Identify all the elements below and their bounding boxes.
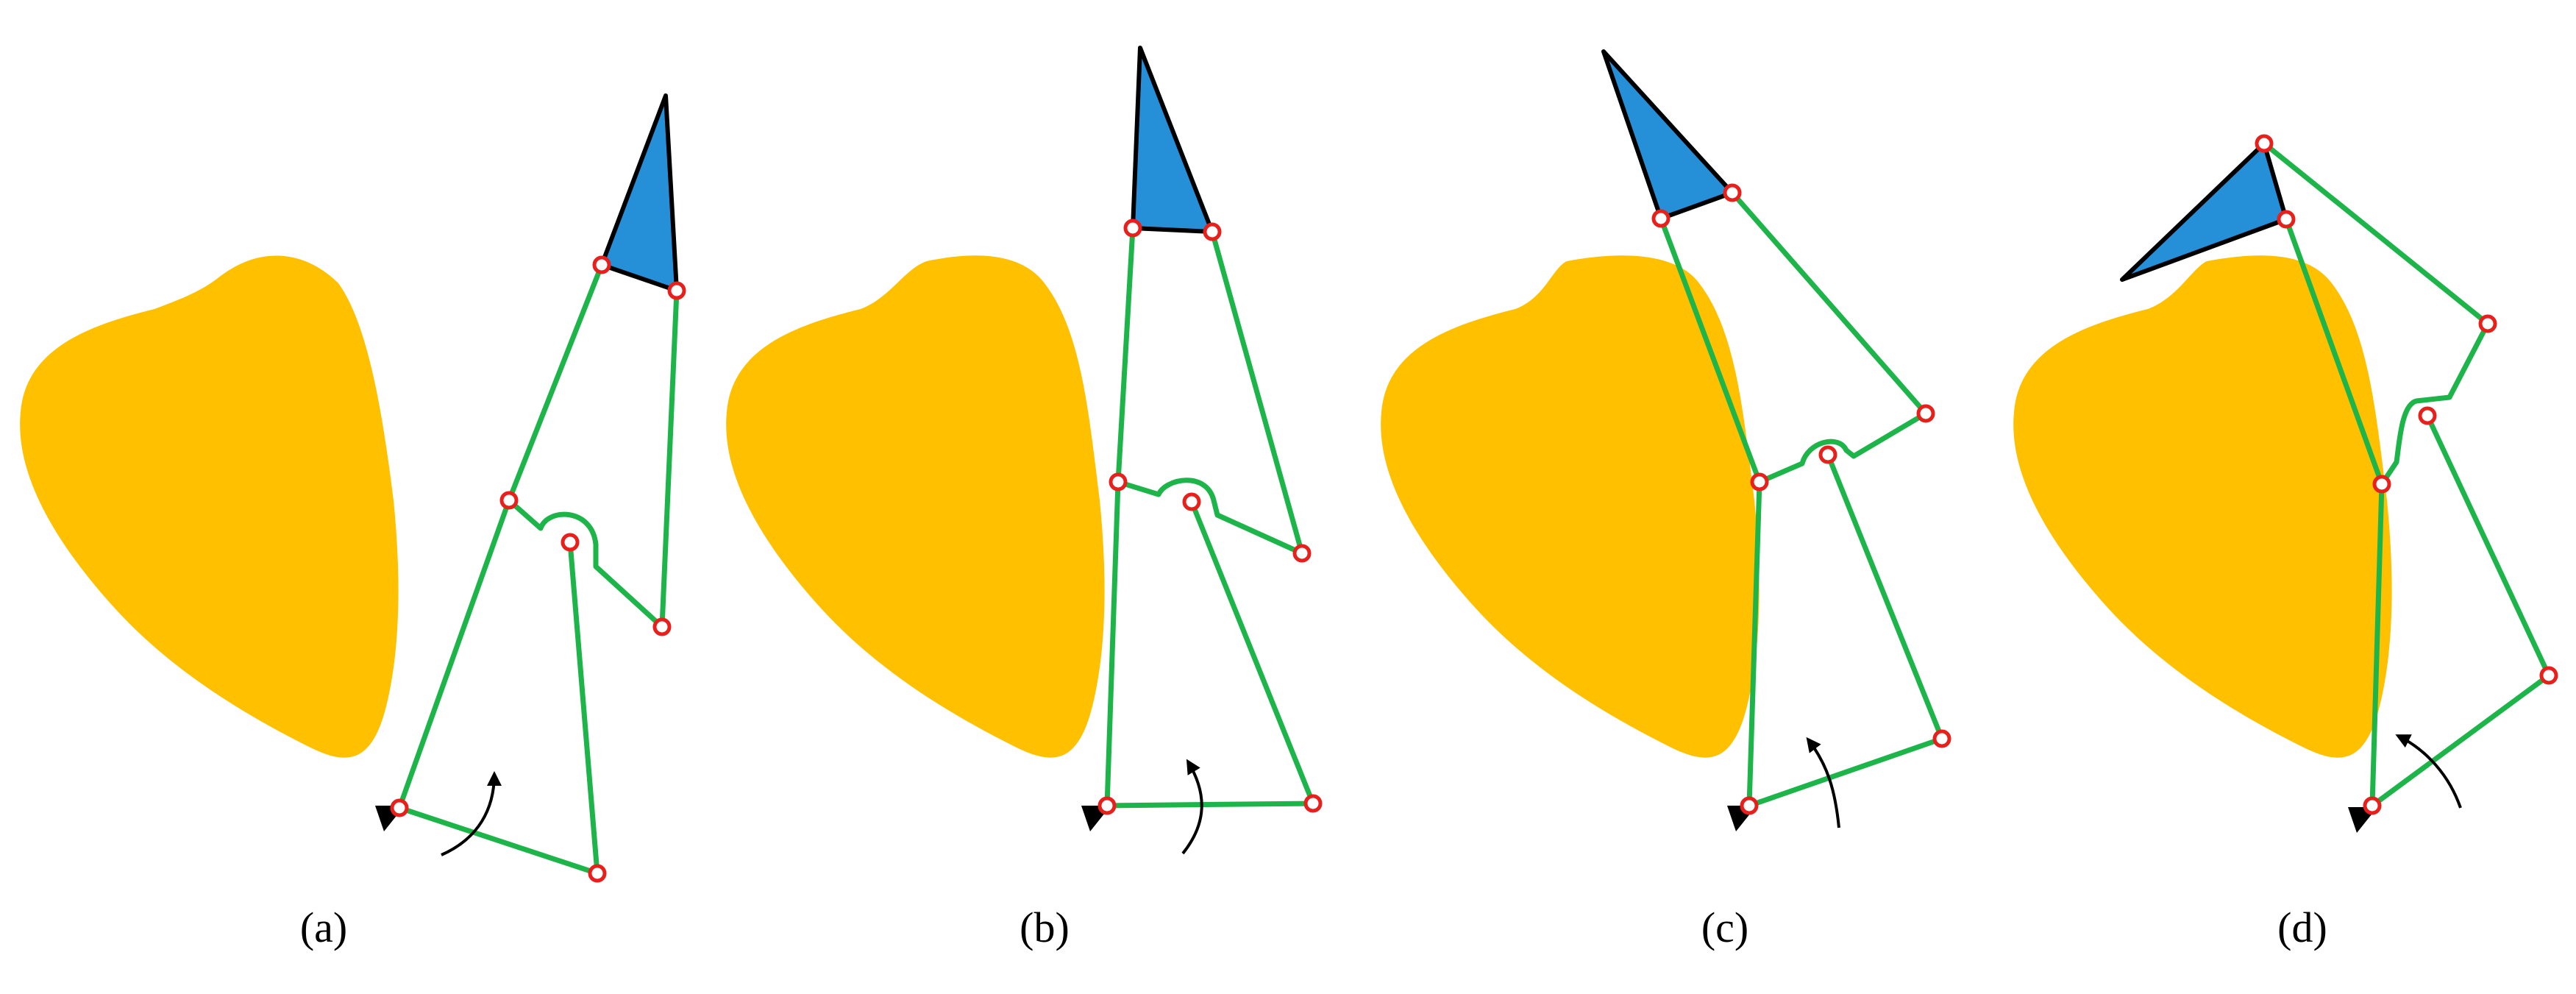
curved-arrow-icon	[441, 771, 502, 856]
curved-arrow-icon	[1806, 736, 1840, 828]
grasped-object	[726, 255, 1105, 758]
revolute-joint-icon	[390, 798, 409, 817]
curved-arrow-icon	[2395, 734, 2462, 809]
panel-label: (d)	[2277, 904, 2327, 951]
revolute-joint-icon	[1123, 219, 1142, 238]
revolute-joint-icon	[592, 255, 611, 274]
linkage-bar	[506, 288, 680, 630]
revolute-joint-icon	[588, 864, 607, 883]
linkage-bar	[1746, 452, 1945, 809]
fingertip	[2120, 141, 2288, 282]
revolute-joint-icon	[1182, 492, 1201, 511]
linkage-bar	[2369, 413, 2552, 809]
revolute-joint-icon	[2372, 475, 2391, 494]
revolute-joint-icon	[2539, 666, 2558, 685]
panel-d: (d)	[2013, 134, 2558, 951]
fingertip	[599, 93, 679, 293]
panel-b: (b)	[726, 46, 1323, 951]
revolute-joint-icon	[2418, 406, 2437, 425]
panel-a: (a)	[20, 93, 686, 951]
fingertip	[1601, 49, 1734, 221]
revolute-joint-icon	[667, 281, 686, 300]
revolute-joint-icon	[2255, 134, 2274, 153]
revolute-joint-icon	[652, 617, 672, 636]
panel-label: (b)	[1020, 904, 1070, 951]
panel-label: (a)	[300, 904, 347, 951]
revolute-joint-icon	[1292, 544, 1312, 563]
linkage-bar	[396, 539, 600, 876]
panel-c: (c)	[1381, 49, 1951, 951]
revolute-joint-icon	[2277, 210, 2296, 229]
linkage-bar	[1104, 225, 1136, 809]
revolute-joint-icon	[1303, 794, 1323, 813]
grasped-object	[1381, 255, 1760, 758]
linkage-bar	[2261, 141, 2491, 487]
revolute-joint-icon	[1932, 729, 1951, 748]
revolute-joint-icon	[561, 533, 580, 552]
fingertip	[1131, 46, 1214, 234]
panel-label: (c)	[1701, 904, 1748, 951]
revolute-joint-icon	[1740, 796, 1759, 815]
revolute-joint-icon	[1916, 404, 1935, 423]
revolute-joint-icon	[2478, 314, 2497, 333]
revolute-joint-icon	[1203, 222, 1222, 241]
revolute-joint-icon	[1818, 445, 1837, 464]
curved-arrow-icon	[1181, 759, 1203, 855]
revolute-joint-icon	[1109, 472, 1128, 491]
linkage-bar	[1115, 229, 1305, 556]
linkage-bar	[1729, 190, 1929, 485]
grasped-object	[20, 255, 399, 758]
revolute-joint-icon	[2363, 796, 2382, 815]
revolute-joint-icon	[499, 491, 519, 510]
revolute-joint-icon	[1651, 209, 1671, 228]
grasped-object	[2013, 255, 2392, 758]
revolute-joint-icon	[1723, 183, 1742, 202]
revolute-joint-icon	[1750, 472, 1769, 491]
linkage-bar	[1104, 499, 1316, 809]
revolute-joint-icon	[1097, 796, 1117, 815]
